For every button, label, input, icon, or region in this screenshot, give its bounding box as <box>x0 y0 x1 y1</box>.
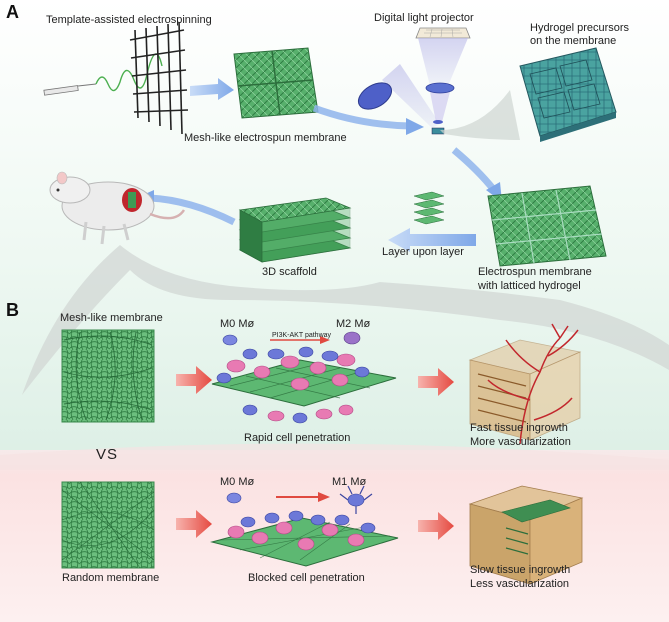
label-random-title: Random membrane <box>62 572 160 584</box>
label-pathway: PI3K-AKT pathway <box>272 332 332 339</box>
label-fast-line2: More vascularization <box>470 436 571 448</box>
panel-label-b: B <box>6 300 19 320</box>
label-blocked: Blocked cell penetration <box>248 572 365 584</box>
label-mesh-title: Mesh-like membrane <box>60 312 163 324</box>
label-fast-line1: Fast tissue ingrowth <box>470 422 568 434</box>
label-rapid: Rapid cell penetration <box>244 432 351 444</box>
label-m0-top: M0 Mø <box>220 318 255 330</box>
label-m0-bottom: M0 Mø <box>220 476 255 488</box>
label-3d-scaffold: 3D scaffold <box>262 266 317 278</box>
label-electrospinning: Template-assisted electrospinning <box>46 14 212 26</box>
label-slow-line1: Slow tissue ingrowth <box>470 564 571 576</box>
label-projector: Digital light projector <box>374 12 474 24</box>
label-m1: M1 Mø <box>332 476 367 488</box>
label-slow-line2: Less vascularization <box>470 578 570 590</box>
label-m2: M2 Mø <box>336 318 371 330</box>
label-precursor-line2: on the membrane <box>530 35 617 47</box>
label-precursor-line1: Hydrogel precursors <box>530 22 630 34</box>
panel-label-a: A <box>6 2 19 22</box>
label-vs: VS <box>96 446 119 463</box>
label-latticed-line1: Electrospun membrane <box>478 266 592 278</box>
label-layer-upon-layer: Layer upon layer <box>382 246 464 258</box>
label-mesh-membrane: Mesh-like electrospun membrane <box>184 132 347 144</box>
label-latticed-line2: with latticed hydrogel <box>478 280 581 292</box>
